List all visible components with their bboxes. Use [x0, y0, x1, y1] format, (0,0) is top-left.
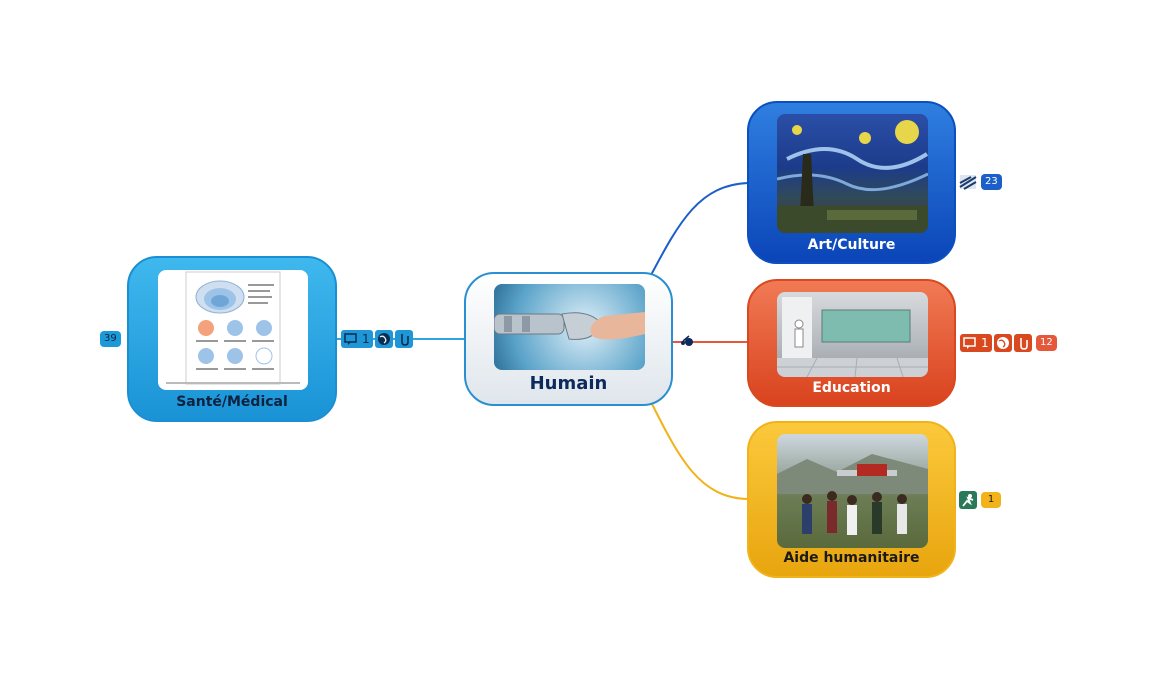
- globe-icon[interactable]: [994, 334, 1012, 352]
- node-label: Aide humanitaire: [783, 550, 920, 566]
- comment-icon: [961, 334, 979, 352]
- central-node-humain[interactable]: Humain: [464, 272, 673, 406]
- classroom-image: [777, 292, 928, 377]
- node-aide-humanitaire[interactable]: Aide humanitaire: [747, 421, 956, 578]
- comment-count: 1: [981, 336, 989, 350]
- attachment-icon[interactable]: [395, 330, 413, 348]
- flag-icon[interactable]: [959, 491, 977, 509]
- link-aide: [649, 399, 749, 500]
- comment-icon: [342, 330, 360, 348]
- stripes-icon[interactable]: [959, 173, 977, 191]
- humanitarian-photo: [777, 434, 928, 548]
- globe-icon[interactable]: [375, 330, 393, 348]
- count-badge[interactable]: 1: [981, 492, 1001, 508]
- sante-comment-box[interactable]: 1: [341, 330, 373, 348]
- node-label: Art/Culture: [807, 237, 896, 253]
- count-badge[interactable]: 23: [981, 174, 1002, 190]
- mindmap-icon[interactable]: [677, 331, 695, 349]
- robot-handshake-image: [494, 284, 645, 370]
- central-label: Humain: [529, 373, 608, 394]
- diagram-image: [158, 270, 308, 390]
- count-badge[interactable]: 12: [1036, 335, 1057, 351]
- node-education[interactable]: Education: [747, 279, 956, 407]
- node-label: Santé/Médical: [176, 394, 288, 410]
- education-comment-box[interactable]: 1: [960, 334, 992, 352]
- starry-night-image: [777, 114, 928, 233]
- comment-count: 1: [362, 332, 370, 346]
- node-art-culture[interactable]: Art/Culture: [747, 101, 956, 264]
- node-sante-medical[interactable]: Santé/Médical: [127, 256, 337, 422]
- link-art: [649, 182, 749, 278]
- count-badge[interactable]: 39: [100, 331, 121, 347]
- attachment-icon[interactable]: [1014, 334, 1032, 352]
- node-label: Education: [812, 380, 891, 396]
